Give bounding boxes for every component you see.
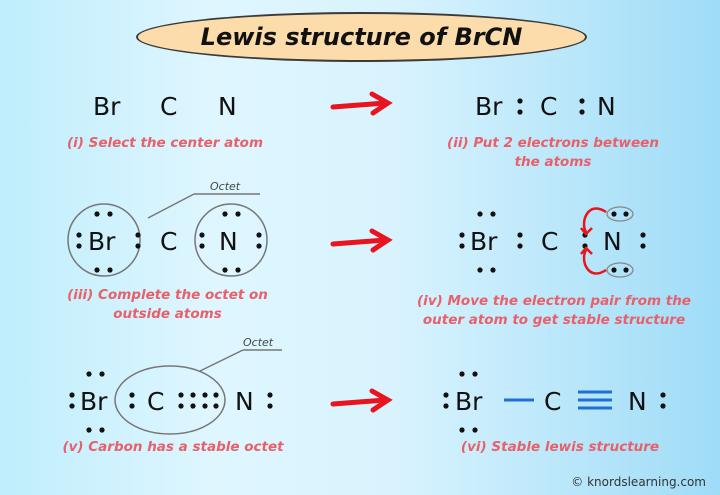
atom-c: C	[541, 227, 558, 256]
step-6-electrons	[443, 371, 666, 433]
atom-n: N	[597, 92, 616, 121]
atom-br: Br	[475, 92, 503, 121]
atom-c: C	[160, 227, 177, 256]
caption-step-2: (ii) Put 2 electrons between the atoms	[447, 135, 659, 170]
atom-br: Br	[93, 92, 121, 121]
step-4-atoms: Br C N	[470, 227, 622, 256]
step-3-electrons	[76, 211, 262, 273]
caption-step-1: (i) Select the center atom	[66, 135, 264, 151]
arrow-head-2	[369, 228, 393, 253]
step-5-atoms: Br C N	[80, 387, 254, 416]
atom-br: Br	[470, 227, 498, 256]
step-6-bonds	[504, 390, 612, 410]
atom-br: Br	[80, 387, 108, 416]
atom-br: Br	[88, 227, 116, 256]
step-5-electrons	[69, 371, 273, 433]
caption-step-3: (iii) Complete the octet on outside atom…	[67, 287, 268, 322]
arrow-right-3	[330, 397, 388, 407]
step-2-electrons	[517, 98, 585, 115]
step-3-circles	[67, 193, 268, 277]
step-3-atoms: Br C N	[88, 227, 238, 256]
atom-n: N	[218, 92, 237, 121]
atom-br: Br	[455, 387, 483, 416]
red-arrows	[330, 91, 393, 413]
page-title: Lewis structure of BrCN	[200, 23, 523, 51]
atom-c: C	[160, 92, 177, 121]
step-2-structure: Br C N	[475, 92, 616, 121]
octet-label-2: Octet	[243, 336, 274, 349]
title-banner: Lewis structure of BrCN	[136, 12, 587, 62]
curved-arrow-top	[582, 207, 607, 233]
caption-step-6: (vi) Stable lewis structure	[460, 439, 660, 455]
octet-label-1: Octet	[210, 180, 241, 193]
arrow-head-3	[369, 388, 393, 413]
curved-arrow-bottom-head	[580, 246, 593, 255]
arrow-right-2	[330, 237, 388, 247]
step-5-ellipse	[114, 349, 282, 435]
curved-arrows	[580, 207, 607, 275]
caption-step-4: (iv) Move the electron pair from the out…	[417, 293, 691, 328]
step-1-atoms: Br C N	[93, 92, 237, 121]
curved-arrow-top-head	[580, 227, 593, 236]
atom-n: N	[235, 387, 254, 416]
curved-arrow-bottom	[582, 249, 607, 275]
atom-n: N	[628, 387, 647, 416]
atom-n: N	[603, 227, 622, 256]
credit-text: © knordslearning.com	[571, 475, 706, 489]
atom-c: C	[544, 387, 561, 416]
arrow-right-1	[330, 100, 388, 110]
step-6-atoms: Br C N	[455, 387, 647, 416]
atom-n: N	[219, 227, 238, 256]
caption-step-5: (v) Carbon has a stable octet	[62, 439, 284, 455]
atom-c: C	[540, 92, 557, 121]
step-4-ellipses	[606, 206, 634, 278]
arrow-head-1	[369, 91, 393, 116]
atom-c: C	[147, 387, 164, 416]
